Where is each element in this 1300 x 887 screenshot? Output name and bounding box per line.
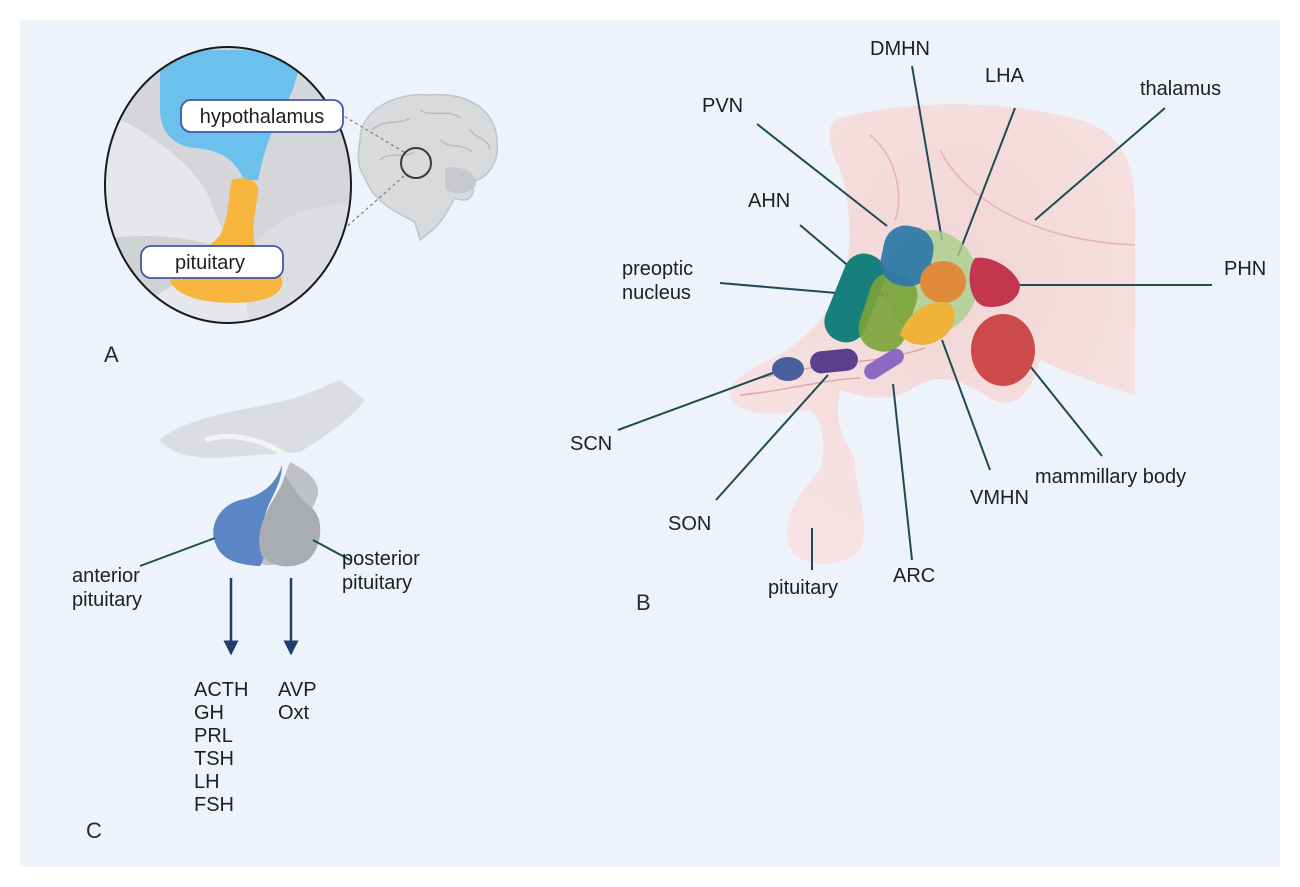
vmhn-label: VMHN (970, 487, 1029, 509)
thalamus-label: thalamus (1140, 78, 1221, 100)
preoptic-label-line2: nucleus (622, 282, 691, 304)
hormone-fsh: FSH (194, 794, 234, 816)
hormone-lh: LH (194, 771, 220, 793)
panel-a: hypothalamus pituitary A (104, 46, 499, 367)
panel-b: DMHN LHA thalamus PVN AHN preoptic nucle… (570, 38, 1266, 615)
thalamus-leader (1034, 107, 1166, 221)
dmhn-leader (911, 65, 943, 241)
anterior-pituitary-label-line1: anterior (72, 565, 140, 587)
panel-letter-b: B (636, 590, 651, 615)
panel-c: anterior pituitary posterior pituitary A… (72, 380, 420, 843)
lha-leader (957, 107, 1016, 257)
anterior-pituitary-label-line2: pituitary (72, 589, 142, 611)
mammillary-body-label: mammillary body (1035, 466, 1186, 488)
arc-shape (864, 348, 904, 380)
anterior-pituitary-leader (139, 537, 216, 567)
brain-stalk-shape (160, 380, 365, 458)
son-leader (715, 374, 829, 501)
phn-label: PHN (1224, 258, 1266, 280)
scn-leader (617, 370, 779, 431)
brain-icon (357, 93, 499, 242)
posterior-pituitary-leader (312, 539, 351, 561)
arc-leader (892, 383, 913, 561)
mammillary-body-shape (971, 314, 1035, 386)
pvn-leader (756, 123, 888, 227)
pituitary-label-a: pituitary (140, 245, 284, 279)
hormone-avp: AVP (278, 679, 317, 701)
panel-letter-c: C (86, 818, 102, 843)
hypothalamus-label: hypothalamus (180, 99, 344, 133)
hormone-gh: GH (194, 702, 224, 724)
son-label: SON (668, 513, 711, 535)
posterior-pituitary-label-line2: pituitary (342, 572, 412, 594)
hormone-tsh: TSH (194, 748, 234, 770)
magnified-view (104, 46, 352, 324)
vmhn-leader (941, 339, 991, 471)
vmhn-shape (900, 302, 955, 345)
pvn-shape (880, 225, 934, 287)
pituitary-label-b: pituitary (768, 577, 838, 599)
zoom-guide-top (299, 89, 405, 153)
ahn-label: AHN (748, 190, 790, 212)
hormone-acth: ACTH (194, 679, 248, 701)
posterior-pituitary-label-line1: posterior (342, 548, 420, 570)
pvn-label: PVN (702, 95, 743, 117)
lha-label: LHA (985, 65, 1025, 87)
scn-shape (772, 357, 804, 381)
preoptic-nucleus-shape (824, 253, 886, 343)
phn-shape (969, 257, 1020, 308)
preoptic-label-line1: preoptic (622, 258, 693, 280)
hormone-prl: PRL (194, 725, 233, 747)
posterior-pituitary-shape (259, 475, 321, 567)
hormone-oxt: Oxt (278, 702, 310, 724)
dmhn-label: DMHN (870, 38, 930, 60)
hypothalamus-text: hypothalamus (200, 106, 325, 128)
dmhn-shape (920, 261, 966, 303)
pituitary-text-a: pituitary (175, 252, 245, 274)
arc-label: ARC (893, 565, 935, 587)
mammillary-leader (1021, 355, 1103, 457)
scn-label: SCN (570, 433, 612, 455)
son-shape (810, 348, 858, 374)
panel-letter-a: A (104, 342, 119, 367)
